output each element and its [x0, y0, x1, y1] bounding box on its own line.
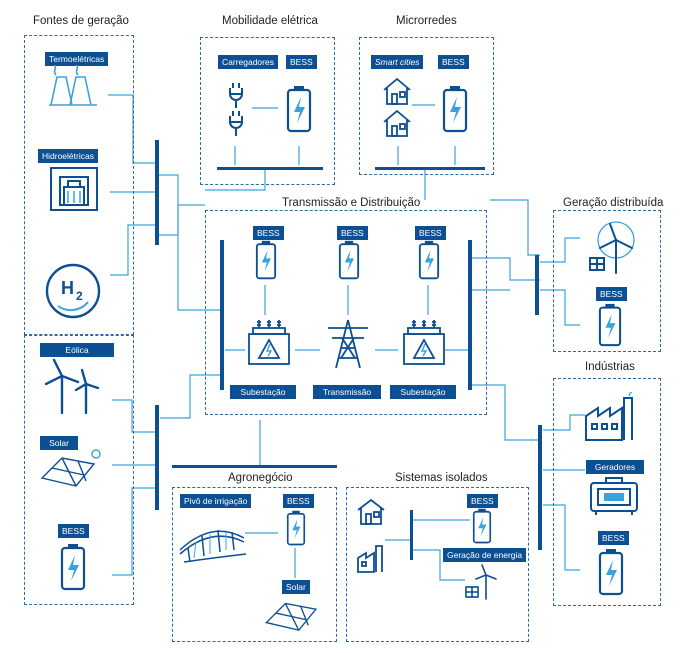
solar-panel-icon [265, 602, 318, 631]
box-industrias [553, 378, 661, 606]
generator-icon [590, 477, 638, 515]
label-hidroeletricas: Hidroelétricas [38, 149, 98, 163]
battery-icon [255, 240, 277, 280]
box-mobilidade [200, 37, 335, 185]
label-smart-cities: Smart cities [371, 55, 424, 69]
battery-icon [60, 544, 86, 591]
house-icon [383, 77, 411, 137]
label-subestacao-1: Subestação [230, 385, 296, 399]
wind-turbine-icon [465, 564, 497, 600]
fontes-title: Fontes de geração [33, 15, 129, 27]
box-geracao-distribuida [553, 210, 661, 352]
irrigation-icon [179, 529, 247, 563]
svg-text:H: H [61, 278, 74, 298]
solar-panel-icon [40, 449, 101, 487]
label-td-bess-3: BESS [415, 226, 446, 240]
label-carregadores: Carregadores [218, 55, 278, 69]
battery-icon [598, 549, 624, 596]
transformer-icon [248, 320, 290, 365]
geracao-distribuida-title: Geração distribuída [563, 197, 664, 209]
box-microrredes [359, 37, 494, 175]
label-microrredes-bess: BESS [438, 55, 469, 69]
label-solar: Solar [40, 436, 78, 450]
industrias-title: Indústrias [585, 361, 635, 373]
label-isolados-bess: BESS [467, 494, 498, 508]
battery-icon [418, 240, 440, 280]
label-agro-solar: Solar [282, 580, 310, 594]
label-subestacao-2: Subestação [390, 385, 456, 399]
label-termoeletricas: Termoelétricas [45, 52, 109, 66]
hydrogen-icon: H 2 [45, 263, 101, 319]
wind-turbine-icon [589, 221, 635, 274]
box-transmissao [205, 210, 487, 415]
tower-icon [328, 319, 368, 369]
label-mobilidade-bess: BESS [286, 55, 317, 69]
battery-icon [286, 86, 312, 133]
battery-icon [598, 303, 622, 347]
label-td-bess-1: BESS [253, 226, 284, 240]
box-fontes-lower [24, 335, 134, 605]
agronegocio-title: Agronegócio [228, 472, 293, 484]
label-industrias-bess: BESS [598, 531, 629, 545]
box-sistemas-isolados [346, 487, 529, 642]
label-agro-bess: BESS [283, 494, 314, 508]
battery-icon [442, 86, 468, 133]
factory-icon [49, 65, 97, 106]
factory-icon [357, 545, 383, 573]
label-fontes-bess: BESS [58, 524, 89, 538]
label-transmissao: Transmissão [313, 385, 381, 399]
svg-text:2: 2 [76, 289, 83, 303]
transformer-icon [403, 320, 445, 365]
battery-icon [472, 508, 492, 544]
label-geradores: Geradores [586, 460, 644, 474]
mobilidade-title: Mobilidade elétrica [222, 15, 318, 27]
label-td-bess-2: BESS [337, 226, 368, 240]
label-geracao-energia: Geração de energia [443, 548, 527, 562]
wind-turbine-icon [44, 358, 100, 415]
battery-icon [286, 510, 306, 546]
plug-icon [229, 83, 243, 136]
label-eolica: Eólica [40, 343, 114, 357]
box-fontes [24, 35, 134, 335]
transmissao-title: Transmissão e Distribuição [282, 197, 421, 209]
microrredes-title: Microrredes [396, 15, 457, 27]
sistemas-isolados-title: Sistemas isolados [395, 472, 488, 484]
battery-icon [338, 240, 360, 280]
dam-icon [50, 167, 98, 211]
label-pivo-irrigacao: Pivô de irrigação [180, 494, 252, 508]
label-gd-bess: BESS [596, 287, 627, 301]
factory-icon [585, 392, 633, 441]
house-icon [357, 498, 385, 525]
box-agronegocio [172, 487, 337, 642]
